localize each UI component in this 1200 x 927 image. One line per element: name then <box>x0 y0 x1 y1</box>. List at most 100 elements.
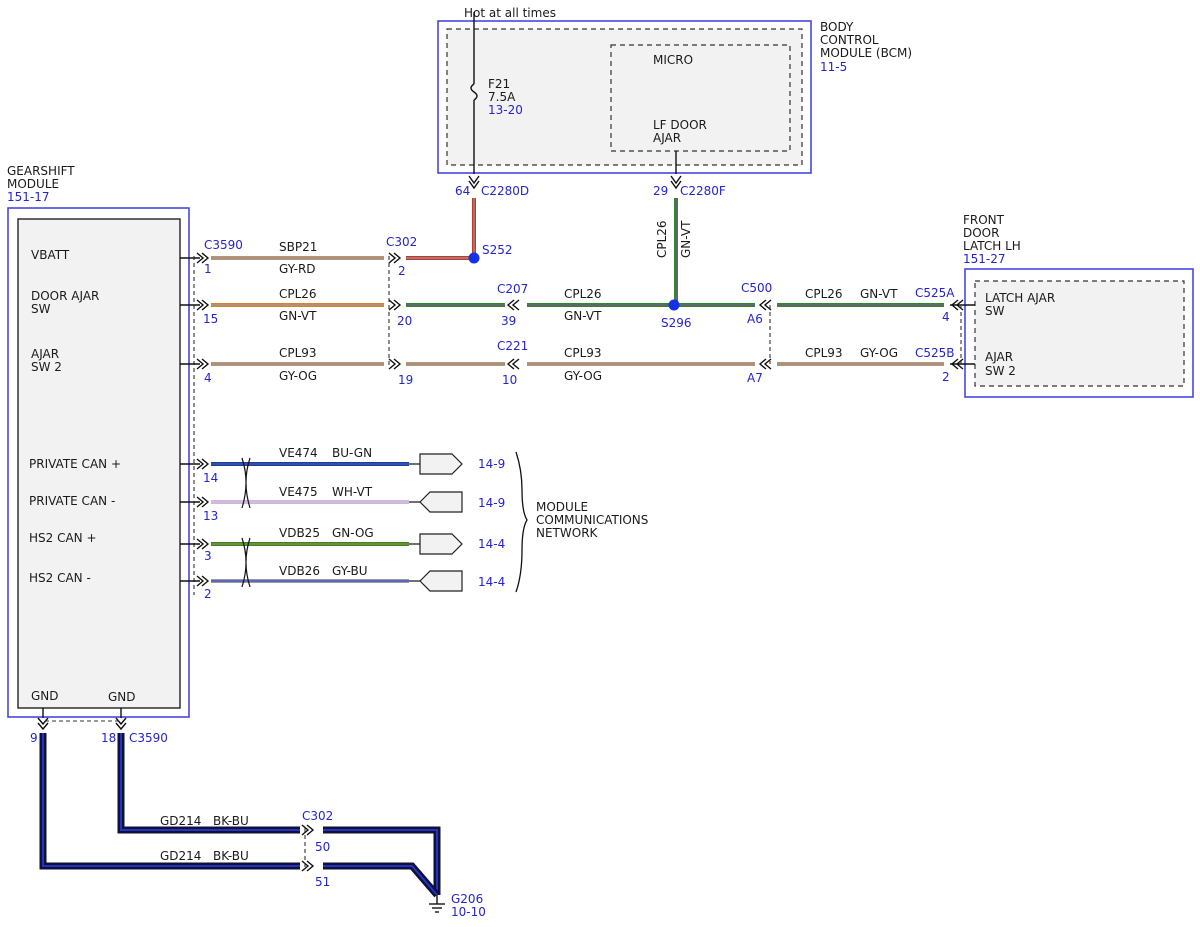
gnd-pin-right: 18 <box>101 731 116 745</box>
can-hi-ref[interactable]: 14-9 <box>478 457 505 471</box>
c3590-pin-hs2-hi: 3 <box>204 549 212 563</box>
s252-splice[interactable] <box>468 252 480 264</box>
fuse-ref[interactable]: 13-20 <box>488 103 523 117</box>
c302-gnd-pin-top: 50 <box>315 840 330 854</box>
wire-ajar2-gs-circuit: CPL93 <box>279 346 317 360</box>
c221-connector: C221 10 <box>497 339 528 387</box>
hs2-lo-ref[interactable]: 14-4 <box>478 575 505 589</box>
c525b-label: C525B <box>915 346 955 360</box>
micro-label: MICRO <box>653 53 693 67</box>
ground-ref[interactable]: 10-10 <box>451 905 486 919</box>
gnd-arrows <box>37 717 127 731</box>
s296-label: S296 <box>661 316 692 330</box>
c3590-pin-can-lo: 13 <box>203 509 218 523</box>
bcm-name-line-2: CONTROL <box>820 33 879 47</box>
twisted-pair-hs2-can <box>241 537 251 588</box>
c2280f-label: C2280F <box>680 184 726 198</box>
hs2-hi-ref[interactable]: 14-4 <box>478 537 505 551</box>
wire-door-gs-color: GN-VT <box>279 309 317 323</box>
wire-bcm-ajar-circuit: CPL26 <box>655 220 669 258</box>
c207-pin: 39 <box>501 314 516 328</box>
hs2-can-hi-label: HS2 CAN + <box>29 531 97 545</box>
c2280d-pin: 64 <box>455 184 470 198</box>
wire-door-ajar: CPL26 GN-VT CPL26 GN-VT CPL26 GN-VT S296… <box>211 198 944 330</box>
latch-module: FRONT DOOR LATCH LH 151-27 LATCH AJAR SW… <box>915 213 1194 398</box>
wire-door-mid-circuit: CPL26 <box>564 287 602 301</box>
can-lo-ref[interactable]: 14-9 <box>478 496 505 510</box>
c2280f-arrow <box>670 175 682 185</box>
twisted-pair-private-can <box>241 457 251 509</box>
c2280f-pin: 29 <box>653 184 668 198</box>
wire-vbatt: SBP21 GY-RD <box>211 240 384 276</box>
gnd-wire-c302-out-bottom <box>323 862 440 898</box>
c2280f-arrow-2 <box>670 180 682 190</box>
c302-connector: C302 2 20 19 <box>386 235 417 387</box>
c3590-gnd-label: C3590 <box>129 731 168 745</box>
c302-label: C302 <box>386 235 417 249</box>
gnd-label-1: GND <box>31 689 59 703</box>
arrow-ajar2 <box>196 358 210 370</box>
c207-label: C207 <box>497 282 528 296</box>
wire-ajar2-mid-circuit: CPL93 <box>564 346 602 360</box>
arrow-hs2-hi <box>196 538 210 550</box>
wire-hs2-hi-color: GN-OG <box>332 526 374 540</box>
gearshift-inner-box <box>17 218 181 709</box>
c302-pin-ajar2: 19 <box>398 373 413 387</box>
c3590-pin-door: 15 <box>203 312 218 326</box>
c500-connector: C500 A6 A7 <box>741 281 772 385</box>
network-label-1: MODULE <box>536 500 588 514</box>
c302-gnd-pin-bottom: 51 <box>315 875 330 889</box>
c525a-pin: 4 <box>942 310 950 324</box>
gnd-top-circuit: GD214 <box>160 814 201 828</box>
gnd-label-2: GND <box>108 690 136 704</box>
hs2-hi-flag <box>419 533 463 555</box>
arrow-vbatt <box>196 252 210 264</box>
fuse-rating: 7.5A <box>488 90 516 104</box>
wire-can-hi-color: BU-GN <box>332 446 372 460</box>
wire-ajar2-latch-circuit: CPL93 <box>805 346 843 360</box>
wire-hs2-lo-color: GY-BU <box>332 564 368 578</box>
top-supply-label: Hot at all times <box>464 6 556 20</box>
c221-label: C221 <box>497 339 528 353</box>
wire-bcm-ajar-color: GN-VT <box>679 220 693 258</box>
latch-inner-box <box>974 280 1185 387</box>
latch-ajar-label-1: LATCH AJAR <box>985 291 1055 305</box>
ground-name: G206 <box>451 892 483 906</box>
c302-gnd-label: C302 <box>302 809 333 823</box>
wire-hs2-lo-circuit: VDB26 <box>279 564 320 578</box>
c525b-pin: 2 <box>942 370 950 384</box>
arrow-door <box>196 299 210 311</box>
wire-door-mid-color: GN-VT <box>564 309 602 323</box>
latch-ref[interactable]: 151-27 <box>963 252 1006 266</box>
c2280d-arrow <box>468 175 480 185</box>
bcm-ref[interactable]: 11-5 <box>820 60 847 74</box>
door-ajar-label-2: SW <box>31 302 51 316</box>
wire-vbatt-to-s252: S252 <box>406 198 513 264</box>
bcm-module: BODY CONTROL MODULE (BCM) 11-5 MICRO LF … <box>437 6 912 174</box>
bcm-name-line-1: BODY <box>820 20 854 34</box>
wire-door-gs-circuit: CPL26 <box>279 287 317 301</box>
door-ajar-label-1: DOOR AJAR <box>31 289 99 303</box>
c3590-pin-hs2-lo: 2 <box>204 587 212 601</box>
gnd-top-color: BK-BU <box>213 814 249 828</box>
wire-door-latch-circuit: CPL26 <box>805 287 843 301</box>
c3590-label: C3590 <box>204 238 243 252</box>
wire-can-hi-circuit: VE474 <box>279 446 318 460</box>
gearshift-module: GEARSHIFT MODULE 151-17 VBATT DOOR AJAR … <box>7 164 190 718</box>
c302-gnd-arrows <box>301 824 315 872</box>
private-can-hi-label: PRIVATE CAN + <box>29 457 121 471</box>
c500-pin-ajar2: A7 <box>747 371 763 385</box>
wire-can-lo-color: WH-VT <box>332 485 373 499</box>
wire-vbatt-color: GY-RD <box>279 262 316 276</box>
c3590-connector: C3590 1 15 4 14 13 3 2 <box>193 238 243 601</box>
gnd-wire-c302-out-bottom-stripe <box>323 865 438 896</box>
network-label-3: NETWORK <box>536 526 599 540</box>
arrow-hs2-lo <box>196 575 210 587</box>
s296-splice[interactable] <box>668 299 680 311</box>
network-brace <box>515 451 528 593</box>
gearshift-ref[interactable]: 151-17 <box>7 190 50 204</box>
s252-label: S252 <box>482 243 513 257</box>
can-hi-flag <box>419 453 463 475</box>
network-label-2: COMMUNICATIONS <box>536 513 648 527</box>
c221-pin: 10 <box>502 373 517 387</box>
